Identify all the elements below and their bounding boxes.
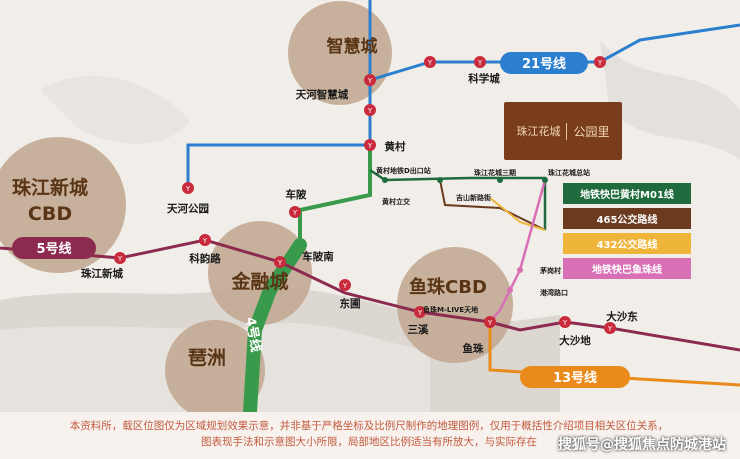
line-4 xyxy=(243,238,307,419)
logo-sub: 公园里 xyxy=(566,122,610,140)
disclaimer-line-2: 图表现手法和示意图大小所限，局部地区比例适当有所放大，与实际存在 xyxy=(201,436,537,448)
zone-label-zhujiang-cbd-2: CBD xyxy=(28,203,72,225)
svg-text:Y: Y xyxy=(367,142,373,150)
station-label: 鱼珠 xyxy=(463,342,484,355)
svg-text:Y: Y xyxy=(367,77,373,85)
metro-station-marker: Y xyxy=(414,306,426,318)
metro-station-marker: Y xyxy=(604,322,616,334)
line-5-label: 5号线 xyxy=(36,241,71,257)
line-21-label: 21号线 xyxy=(522,56,566,72)
zone-label-zhujiang-cbd-1: 珠江新城 xyxy=(12,176,88,199)
line-13 xyxy=(488,322,740,387)
station-label: 鱼珠M-LIVE天地 xyxy=(423,305,478,314)
line-13-badge xyxy=(520,366,630,388)
line-5-badge xyxy=(12,237,96,259)
metro-station-marker: Y xyxy=(559,316,571,328)
zone-label-yuzhu-cbd: 鱼珠CBD xyxy=(409,276,487,298)
svg-text:Y: Y xyxy=(417,309,423,317)
metro-station-marker: Y xyxy=(199,234,211,246)
bus-stop-marker xyxy=(517,267,523,273)
station-label: 车陂南 xyxy=(302,250,334,263)
legend-item-m01: 地铁快巴黄村M01线 xyxy=(563,183,691,204)
svg-text:Y: Y xyxy=(185,185,191,193)
bus-stop-marker xyxy=(507,287,513,293)
station-label: 三溪 xyxy=(408,323,429,336)
logo-brand: 珠江花城 xyxy=(516,125,561,138)
zone-circle-pazhou xyxy=(165,320,265,420)
station-label: 黄村立交 xyxy=(382,197,411,206)
line-13-label: 13号线 xyxy=(553,370,597,386)
svg-text:Y: Y xyxy=(487,319,493,327)
svg-text:Y: Y xyxy=(477,59,483,67)
line-21-badge xyxy=(500,52,588,74)
legend-item-yuzhu-shuttle: 地铁快巴鱼珠线 xyxy=(563,258,691,279)
bus-stop-marker xyxy=(497,177,503,183)
zone-label-pazhou: 琶洲 xyxy=(188,347,226,369)
station-label: 珠江新城 xyxy=(81,267,123,280)
station-label: 吉山新路街 xyxy=(456,193,491,202)
line-21-branch xyxy=(186,0,372,188)
metro-station-marker: Y xyxy=(424,56,436,68)
metro-station-marker: Y xyxy=(289,206,301,218)
station-label: 东圃 xyxy=(340,297,361,310)
station-label: 茅岗村 xyxy=(539,266,561,275)
line-4-label: 4号线 xyxy=(242,316,264,353)
svg-text:Y: Y xyxy=(607,325,613,333)
station-label: 珠江花城总站 xyxy=(548,168,590,177)
route-legend: 地铁快巴黄村M01线 465公交路线 432公交路线 地铁快巴鱼珠线 xyxy=(563,183,691,283)
disclaimer: 本资料所，载区位图仅为区域规划效果示意，并非基于严格坐标及比例尺制作的地理图例，… xyxy=(14,418,724,450)
svg-text:Y: Y xyxy=(117,255,123,263)
svg-text:Y: Y xyxy=(277,259,283,267)
station-label: 车陂 xyxy=(286,188,307,201)
station-label: 珠江花城三期 xyxy=(474,168,516,177)
terrain-patch xyxy=(600,40,740,160)
route-432 xyxy=(489,197,546,231)
station-label: 黄村 xyxy=(385,140,406,153)
metro-station-marker: Y xyxy=(364,74,376,86)
svg-text:Y: Y xyxy=(292,209,298,217)
station-label: 天河公园 xyxy=(167,203,209,215)
legend-item-465: 465公交路线 xyxy=(563,208,691,229)
station-label: 科学城 xyxy=(468,72,500,85)
station-label: 黄村地铁D出口站 xyxy=(376,166,431,175)
station-label: 科韵路 xyxy=(189,252,221,265)
terrain-patch xyxy=(40,75,190,144)
metro-station-marker: Y xyxy=(114,252,126,264)
metro-station-marker: Y xyxy=(274,256,286,268)
route-m01 xyxy=(369,168,547,230)
station-label: 大沙地 xyxy=(559,334,591,347)
metro-station-marker: Y xyxy=(182,182,194,194)
station-label: 大沙东 xyxy=(606,310,638,323)
disclaimer-line-1: 本资料所，载区位图仅为区域规划效果示意，并非基于严格坐标及比例尺制作的地理图例，… xyxy=(69,420,669,432)
metro-station-marker: Y xyxy=(364,104,376,116)
bus-stop-marker xyxy=(437,177,443,183)
route-465 xyxy=(439,179,546,231)
svg-text:Y: Y xyxy=(367,107,373,115)
bus-stop-marker xyxy=(542,177,548,183)
zone-label-jinrongcheng: 金融城 xyxy=(230,270,288,293)
metro-station-marker: Y xyxy=(594,56,606,68)
svg-text:Y: Y xyxy=(427,59,433,67)
zone-circle-yuzhu-cbd xyxy=(397,247,513,363)
legend-item-432: 432公交路线 xyxy=(563,233,691,254)
metro-station-marker: Y xyxy=(364,139,376,151)
footer-band xyxy=(0,412,740,459)
station-label: 港湾路口 xyxy=(540,288,568,297)
svg-text:Y: Y xyxy=(597,59,603,67)
svg-text:Y: Y xyxy=(342,282,348,290)
zone-label-zhihuicheng: 智慧城 xyxy=(327,36,378,57)
svg-text:Y: Y xyxy=(202,237,208,245)
project-logo: 珠江花城 公园里 xyxy=(504,102,622,160)
metro-station-marker: Y xyxy=(484,316,496,328)
metro-station-marker: Y xyxy=(474,56,486,68)
metro-station-marker: Y xyxy=(339,279,351,291)
svg-text:Y: Y xyxy=(562,319,568,327)
watermark: 搜狐号@搜狐焦点防城港站 xyxy=(558,437,726,453)
bus-stop-marker xyxy=(382,177,388,183)
station-label: 天河智慧城 xyxy=(296,88,349,101)
